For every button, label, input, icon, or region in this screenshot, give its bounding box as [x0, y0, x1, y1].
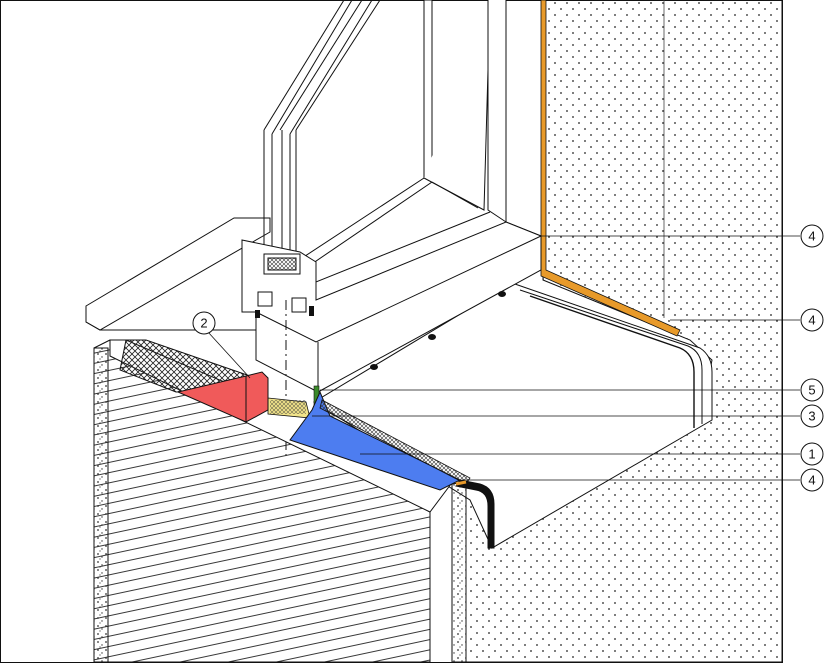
- callouts: 4 4 5 3 1 4 2: [192, 224, 824, 492]
- svg-text:3: 3: [808, 409, 815, 424]
- orange-membrane-lower: [455, 480, 467, 486]
- svg-text:4: 4: [808, 473, 815, 488]
- orange-membrane-upper: [540, 0, 681, 337]
- left-plaster: [93, 347, 109, 663]
- callout-lower: 4: [800, 468, 824, 492]
- exterior-drip-sheet: [455, 479, 495, 549]
- board-edge-line: [519, 289, 703, 424]
- board-edge-line-2: [529, 295, 695, 428]
- svg-text:1: 1: [808, 447, 815, 462]
- callout-top: 4: [800, 224, 824, 248]
- svg-text:5: 5: [808, 383, 815, 398]
- glazing-panes: [263, 0, 381, 262]
- frame-seals: [255, 291, 506, 370]
- callout-three: 3: [800, 404, 824, 428]
- callout-one: 1: [800, 442, 824, 466]
- callout-five: 5: [800, 378, 824, 402]
- window-board: [313, 282, 713, 549]
- callout-right: 4: [800, 308, 824, 332]
- window-frame-profile: [241, 221, 542, 393]
- svg-text:4: 4: [808, 313, 815, 328]
- svg-text:2: 2: [200, 316, 207, 331]
- svg-text:4: 4: [808, 229, 815, 244]
- callout-two: 2: [192, 311, 216, 335]
- window-sash-frame: [295, 0, 542, 283]
- right-plaster: [451, 481, 467, 663]
